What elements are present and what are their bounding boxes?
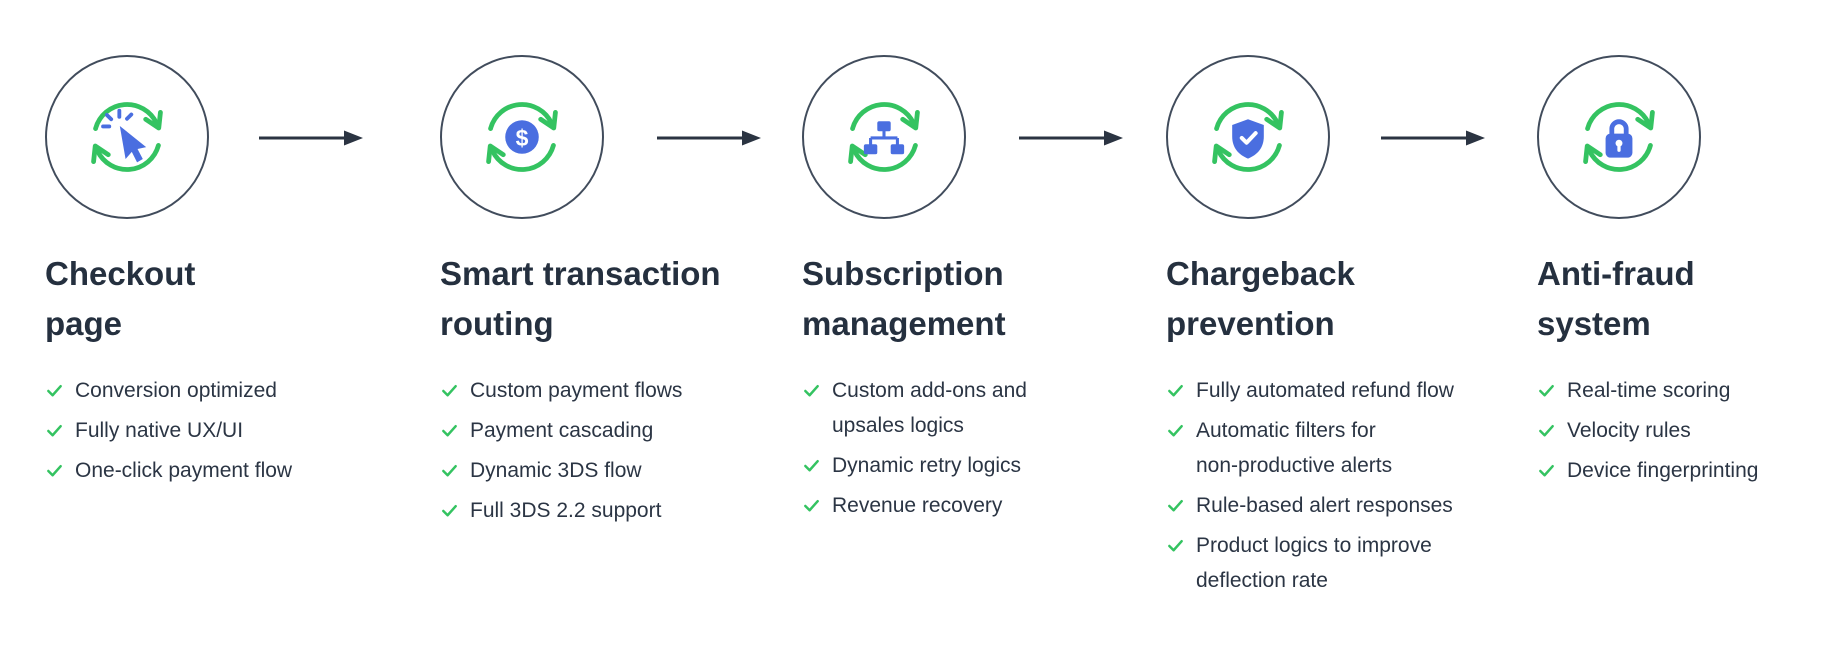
feature-item: Conversion optimized	[45, 373, 390, 408]
feature-item: Custom payment flows	[440, 373, 785, 408]
sync-arrows-icon	[1573, 91, 1665, 183]
check-icon	[804, 459, 819, 472]
check-icon	[1539, 424, 1554, 437]
feature-text: Real-time scoring	[1567, 379, 1731, 402]
step-subscription-management: Subscription management Custom add-ons a…	[802, 55, 1147, 528]
check-icon	[47, 464, 62, 477]
feature-item: Device fingerprinting	[1537, 453, 1826, 488]
feature-item: Automatic filters for non-productive ale…	[1166, 413, 1511, 483]
svg-text:$: $	[516, 125, 529, 151]
check-icon	[442, 464, 457, 477]
feature-text: Fully automated refund flow	[1196, 379, 1454, 402]
check-icon	[804, 499, 819, 512]
feature-text: Automatic filters for non-productive ale…	[1196, 419, 1393, 477]
click-cursor-icon	[101, 108, 147, 163]
check-icon	[442, 424, 457, 437]
feature-text: Custom payment flows	[470, 379, 683, 402]
check-icon	[1168, 424, 1183, 437]
dollar-coin-icon: $	[505, 120, 539, 154]
step-title: Checkout page	[45, 255, 196, 342]
check-icon	[1168, 384, 1183, 397]
check-icon	[1539, 464, 1554, 477]
feature-text: Payment cascading	[470, 419, 654, 442]
feature-text: Velocity rules	[1567, 419, 1691, 442]
feature-list: Custom add-ons and upsales logics Dynami…	[802, 373, 1147, 523]
sync-arrows-icon	[1202, 91, 1294, 183]
step-title: Subscription management	[802, 255, 1006, 342]
feature-item: Product logics to improve deflection rat…	[1166, 528, 1511, 598]
feature-text: Product logics to improve deflection rat…	[1196, 534, 1432, 592]
step-smart-transaction-routing: $ Smart transaction routing Custom payme…	[440, 55, 785, 533]
feature-list: Conversion optimized Fully native UX/UI …	[45, 373, 390, 488]
flow-arrow-icon	[1019, 130, 1123, 146]
lock-icon	[1605, 119, 1633, 158]
step-chargeback-prevention: Chargeback prevention Fully automated re…	[1166, 55, 1511, 603]
feature-item: Revenue recovery	[802, 488, 1147, 523]
feature-item: Custom add-ons and upsales logics	[802, 373, 1147, 443]
check-icon	[1168, 539, 1183, 552]
step-title: Anti-fraud system	[1537, 255, 1695, 342]
feature-text: Revenue recovery	[832, 494, 1003, 517]
subscription-management-icon	[802, 55, 966, 219]
feature-item: Fully native UX/UI	[45, 413, 390, 448]
chargeback-prevention-icon	[1166, 55, 1330, 219]
feature-item: Full 3DS 2.2 support	[440, 493, 785, 528]
hierarchy-icon	[863, 121, 905, 155]
feature-item: Real-time scoring	[1537, 373, 1826, 408]
feature-list: Fully automated refund flow Automatic fi…	[1166, 373, 1511, 598]
feature-text: Full 3DS 2.2 support	[470, 499, 662, 522]
check-icon	[1168, 499, 1183, 512]
feature-text: Conversion optimized	[75, 379, 277, 402]
check-icon	[47, 384, 62, 397]
sync-arrows-icon: $	[476, 91, 568, 183]
shield-check-icon	[1232, 119, 1264, 159]
feature-item: Velocity rules	[1537, 413, 1826, 448]
check-icon	[442, 504, 457, 517]
sync-arrows-icon	[81, 91, 173, 183]
feature-text: Fully native UX/UI	[75, 419, 244, 442]
feature-item: Fully automated refund flow	[1166, 373, 1511, 408]
feature-text: Custom add-ons and upsales logics	[832, 379, 1027, 437]
step-checkout-page: Checkout page Conversion optimized Fully…	[45, 55, 390, 493]
feature-list: Real-time scoring Velocity rules Device …	[1537, 373, 1826, 488]
step-anti-fraud-system: Anti-fraud system Real-time scoring Velo…	[1537, 55, 1826, 493]
check-icon	[47, 424, 62, 437]
check-icon	[804, 384, 819, 397]
feature-text: Dynamic 3DS flow	[470, 459, 642, 482]
anti-fraud-system-icon	[1537, 55, 1701, 219]
checkout-page-icon	[45, 55, 209, 219]
feature-text: Dynamic retry logics	[832, 454, 1022, 477]
feature-item: Dynamic 3DS flow	[440, 453, 785, 488]
check-icon	[1539, 384, 1554, 397]
feature-item: One-click payment flow	[45, 453, 390, 488]
flow-arrow-icon	[259, 130, 363, 146]
check-icon	[442, 384, 457, 397]
step-title: Smart transaction routing	[440, 255, 721, 342]
feature-list: Custom payment flows Payment cascading D…	[440, 373, 785, 528]
feature-text: Device fingerprinting	[1567, 459, 1759, 482]
flow-arrow-icon	[1381, 130, 1485, 146]
feature-text: Rule-based alert responses	[1196, 494, 1453, 517]
sync-arrows-icon	[838, 91, 930, 183]
feature-text: One-click payment flow	[75, 459, 293, 482]
feature-item: Dynamic retry logics	[802, 448, 1147, 483]
feature-item: Rule-based alert responses	[1166, 488, 1511, 523]
feature-item: Payment cascading	[440, 413, 785, 448]
step-title: Chargeback prevention	[1166, 255, 1355, 342]
flow-arrow-icon	[657, 130, 761, 146]
smart-transaction-routing-icon: $	[440, 55, 604, 219]
